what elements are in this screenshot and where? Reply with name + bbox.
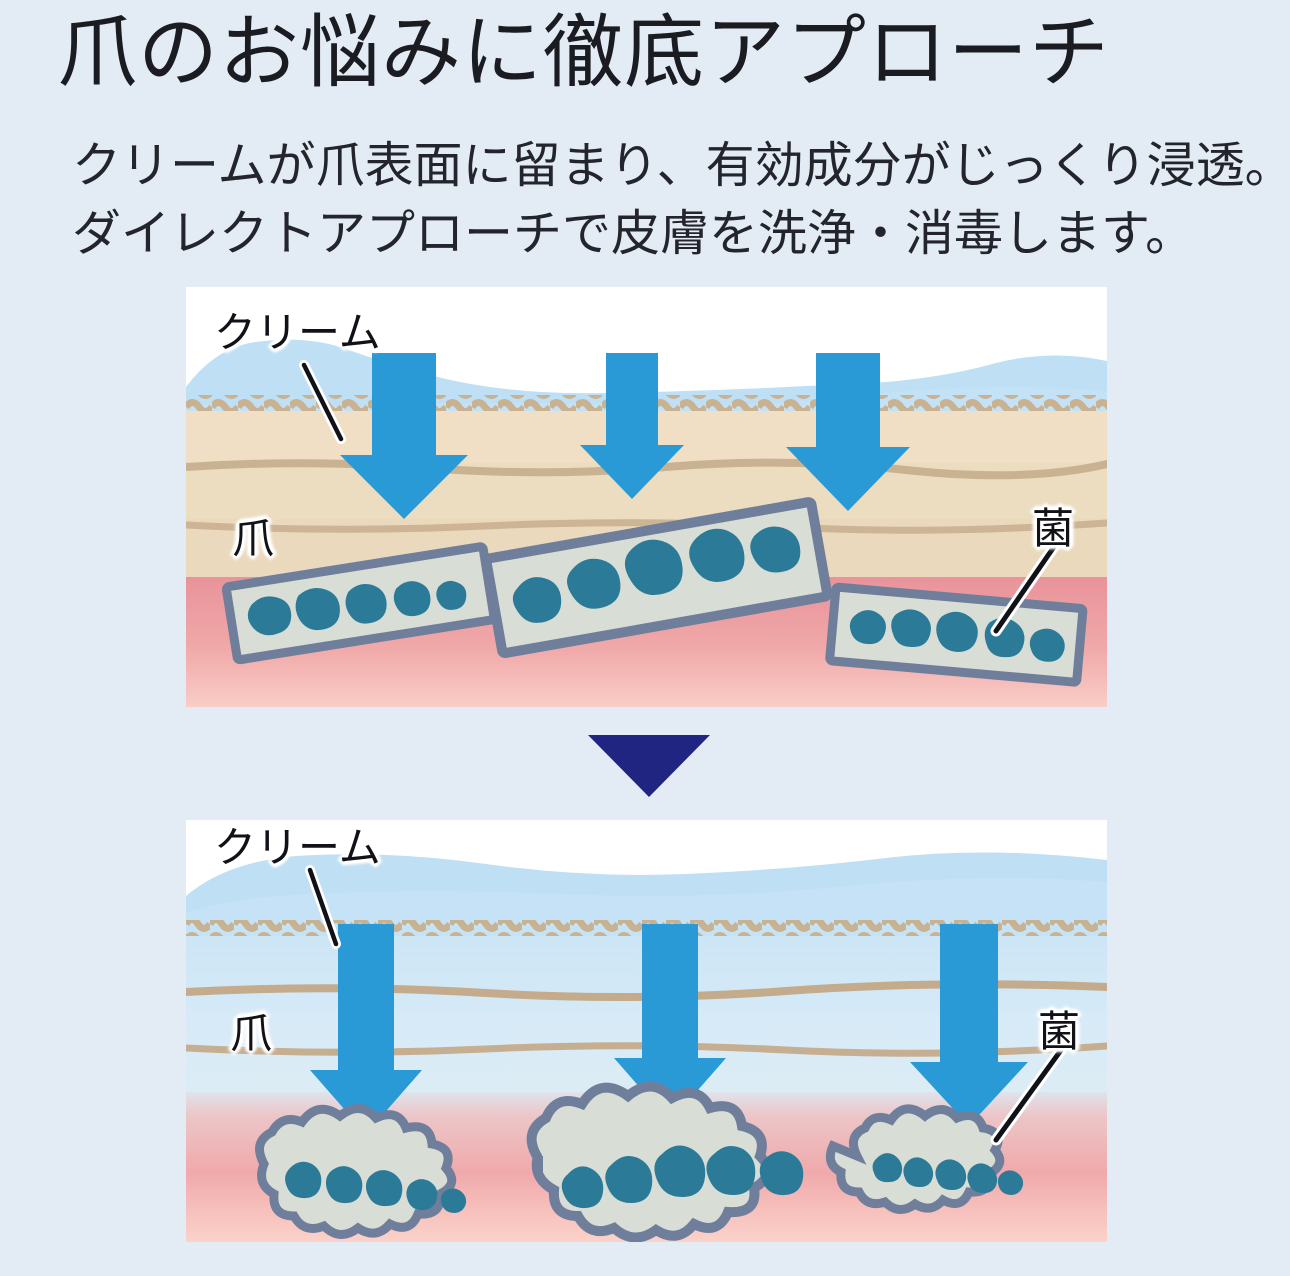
penetration-arrow-2 <box>614 924 726 1122</box>
subtitle-line-1: クリームが爪表面に留まり、有効成分がじっくり浸透。 <box>72 138 1290 193</box>
nail-division-line-2 <box>186 519 1107 534</box>
bacteria-group <box>247 580 467 636</box>
bacteria-group <box>849 609 1065 662</box>
bacteria-colony-1 <box>255 1104 467 1239</box>
panel-top-illustration <box>186 287 1107 707</box>
penetration-arrow-2 <box>580 353 684 499</box>
bacteria-colony-3 <box>825 1104 1024 1214</box>
penetration-arrow-1 <box>310 924 422 1134</box>
bacteria-group <box>872 1153 1024 1195</box>
bacteria-colony-2 <box>481 497 833 659</box>
subtitle-line-2: ダイレクトアプローチで皮膚を洗浄・消毒します。 <box>72 205 1195 261</box>
after-penetration-diagram: クリーム 爪 菌 <box>186 820 1107 1242</box>
panel-bottom-illustration <box>186 820 1107 1242</box>
bacteria-colony-2 <box>526 1081 804 1242</box>
bacteria-group <box>561 1145 804 1209</box>
bacteria-colony-1 <box>221 542 499 665</box>
bacteria-colony-3 <box>825 582 1088 687</box>
penetration-arrow-1 <box>340 353 468 519</box>
page-title: 爪のお悩みに徹底アプローチ <box>57 10 1110 98</box>
before-penetration-diagram: クリーム 爪 菌 <box>186 287 1107 707</box>
bacteria-group <box>285 1161 467 1213</box>
page-subtitle: クリームが爪表面に留まり、有効成分がじっくり浸透。 ダイレクトアプローチで皮膚を… <box>72 132 1290 267</box>
nail-division-line-1 <box>186 458 1107 480</box>
penetration-arrow-3 <box>786 353 910 511</box>
bacteria-group <box>512 526 801 623</box>
down-triangle-icon <box>588 735 710 797</box>
